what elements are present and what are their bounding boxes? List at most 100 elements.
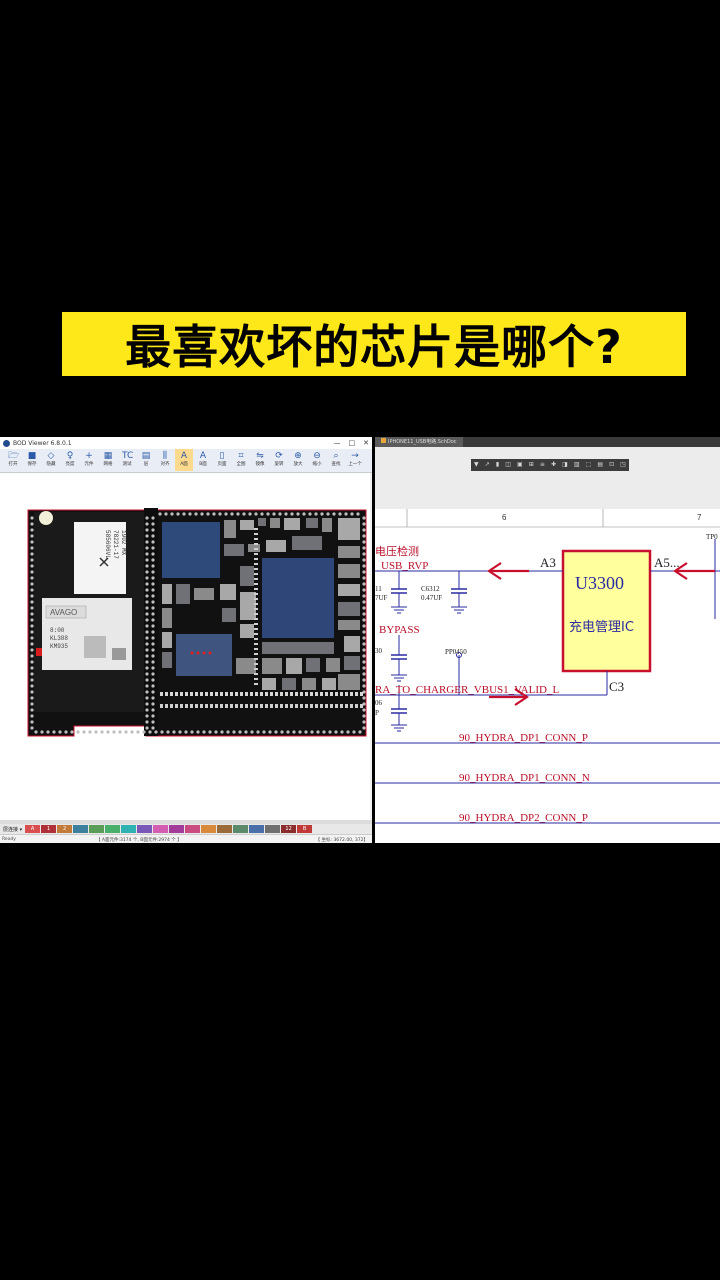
toolbar-button-label: 元件 xyxy=(84,462,94,467)
schematic-tool-icon[interactable]: ⬚ xyxy=(585,461,592,468)
schematic-tool-icon[interactable]: ⊞ xyxy=(528,461,534,468)
close-button[interactable]: ✕ xyxy=(363,439,369,447)
tc-icon: TC xyxy=(122,451,134,461)
layer-chip[interactable] xyxy=(233,825,249,833)
schematic-tool-icon[interactable]: ⊡ xyxy=(609,461,615,468)
arrow-c3 xyxy=(489,688,529,706)
horizontal-scrollbar[interactable] xyxy=(0,820,372,824)
toolbar-button-label: A面 xyxy=(180,462,188,467)
layer-chip[interactable] xyxy=(265,825,281,833)
layer-chip[interactable]: 2 xyxy=(57,825,73,833)
round-component xyxy=(39,511,53,525)
layer-chip[interactable]: A xyxy=(25,825,41,833)
align-icon: ⫼ xyxy=(162,451,168,461)
toolbar-button-label: 镜像 xyxy=(255,462,265,467)
toolbar-button-hide[interactable]: ◇隐藏 xyxy=(42,449,60,471)
schematic-sheet[interactable]: 6 7 U3300 充电管理IC A3 A5... C3 xyxy=(375,509,720,843)
label-cap-p: P xyxy=(375,709,379,717)
label-cap-left-value: 7UF xyxy=(375,594,388,602)
u3300-ref: U3300 xyxy=(575,573,624,593)
layer-chip[interactable] xyxy=(137,825,153,833)
fit-icon: ⌗ xyxy=(238,451,244,461)
page-icon: ▯ xyxy=(219,451,225,461)
layer-chip[interactable] xyxy=(217,825,233,833)
schematic-tab[interactable]: IPHONE11_USB电路.SchDoc xyxy=(375,437,463,447)
toolbar-button-label: 层 xyxy=(143,462,149,467)
minimize-button[interactable]: — xyxy=(333,439,341,447)
pcb-titlebar: BOD Viewer 6.8.0.1 — □ ✕ xyxy=(0,437,372,449)
schematic-tool-icon[interactable]: ✚ xyxy=(550,461,556,468)
toolbar-button-fit[interactable]: ⌗全图 xyxy=(232,449,250,471)
layer-chip[interactable]: B xyxy=(297,825,313,833)
avago-line2: 8:00 xyxy=(50,627,65,634)
schematic-tool-icon[interactable]: ▤ xyxy=(597,461,603,468)
pcb-small-parts xyxy=(160,518,363,708)
label-pp0450: PP0450 xyxy=(445,648,467,656)
toolbar-button-mirror[interactable]: ⇋镜像 xyxy=(251,449,269,471)
schematic-tool-icon[interactable]: ≡ xyxy=(539,461,545,468)
toolbar-button-label: 亮度 xyxy=(65,462,75,467)
toolbar-button-label: 测试 xyxy=(122,462,132,467)
layer-bar-label[interactable]: 层连接 ▾ xyxy=(3,826,23,833)
toolbar-button-grid[interactable]: ▦网格 xyxy=(99,449,117,471)
pcb-canvas[interactable]: 1902 MX 78221-17 585606VL AVAGO 8:00 KL3… xyxy=(0,473,370,843)
toolbar-button-label: 全图 xyxy=(236,462,246,467)
layer-chip[interactable] xyxy=(121,825,137,833)
layer-chip[interactable] xyxy=(185,825,201,833)
toolbar-button-plus[interactable]: +元件 xyxy=(80,449,98,471)
layer-chip[interactable] xyxy=(169,825,185,833)
layer-chip[interactable] xyxy=(89,825,105,833)
schematic-tool-icon[interactable]: ▼ xyxy=(474,461,479,468)
search-icon: ⌕ xyxy=(333,451,339,461)
toolbar-button-search[interactable]: ⌕查找 xyxy=(327,449,345,471)
label-to-charger: RA_TO_CHARGER_VBUS1_VALID_L xyxy=(375,684,559,696)
toolbar-button-label: 缩小 xyxy=(312,462,322,467)
label-c6312: C6312 xyxy=(421,585,440,593)
qr-code xyxy=(84,636,106,658)
toolbar-button-zoom-out[interactable]: ⊖缩小 xyxy=(308,449,326,471)
schematic-tool-icon[interactable]: ▣ xyxy=(516,461,523,468)
schematic-tool-icon[interactable]: ▥ xyxy=(573,461,580,468)
toolbar-button-rotate[interactable]: ⟳旋转 xyxy=(270,449,288,471)
testpoint-pp0450 xyxy=(456,652,462,658)
schematic-tool-icon[interactable]: ◨ xyxy=(562,461,568,468)
layer-chip[interactable] xyxy=(249,825,265,833)
label-cap-06: 06 xyxy=(375,699,383,707)
layer-chip[interactable] xyxy=(201,825,217,833)
status-ready: Ready xyxy=(2,837,16,842)
hide-icon: ◇ xyxy=(47,451,55,461)
pin-a3: A3 xyxy=(540,555,556,570)
layer-chip[interactable]: 1 xyxy=(41,825,57,833)
layer-chip[interactable] xyxy=(105,825,121,833)
layer-chip[interactable] xyxy=(153,825,169,833)
schematic-tool-icon[interactable]: ◳ xyxy=(620,461,626,468)
toolbar-button-align[interactable]: ⫼对齐 xyxy=(156,449,174,471)
plus-icon: + xyxy=(85,451,93,461)
schematic-tool-icon[interactable]: ▮ xyxy=(495,461,500,468)
maximize-button[interactable]: □ xyxy=(348,439,356,447)
schematic-tool-icon[interactable]: ↗ xyxy=(484,461,490,468)
toolbar-button-label: 隐藏 xyxy=(46,462,56,467)
pin-a5: A5... xyxy=(654,555,680,570)
layer-chip[interactable]: 12 xyxy=(281,825,297,833)
pin-c3: C3 xyxy=(609,679,624,694)
toolbar-button-folder-open[interactable]: 🗁打开 xyxy=(4,449,22,471)
label-cap-left-ref: 11 xyxy=(375,585,382,593)
toolbar-button-layer[interactable]: ▤层 xyxy=(137,449,155,471)
label-tp: TP0 xyxy=(706,533,718,541)
label-voltage-detect: 电压检测 xyxy=(375,544,419,558)
toolbar-button-next[interactable]: →上一个 xyxy=(346,449,364,471)
layer-chip[interactable] xyxy=(73,825,89,833)
toolbar-button-zoom-in[interactable]: ⊕放大 xyxy=(289,449,307,471)
toolbar-button-label: 上一个 xyxy=(348,462,362,467)
schematic-tool-icon[interactable]: ◫ xyxy=(505,461,511,468)
toolbar-button-page[interactable]: ▯页面 xyxy=(213,449,231,471)
toolbar-button-light[interactable]: ♀亮度 xyxy=(61,449,79,471)
arrow-a5 xyxy=(673,562,715,580)
ruler-label-6: 6 xyxy=(502,513,507,522)
status-coordinates: 【 坐标: 3672.00, 372】 xyxy=(315,837,368,843)
toolbar-button-save[interactable]: ■保存 xyxy=(23,449,41,471)
